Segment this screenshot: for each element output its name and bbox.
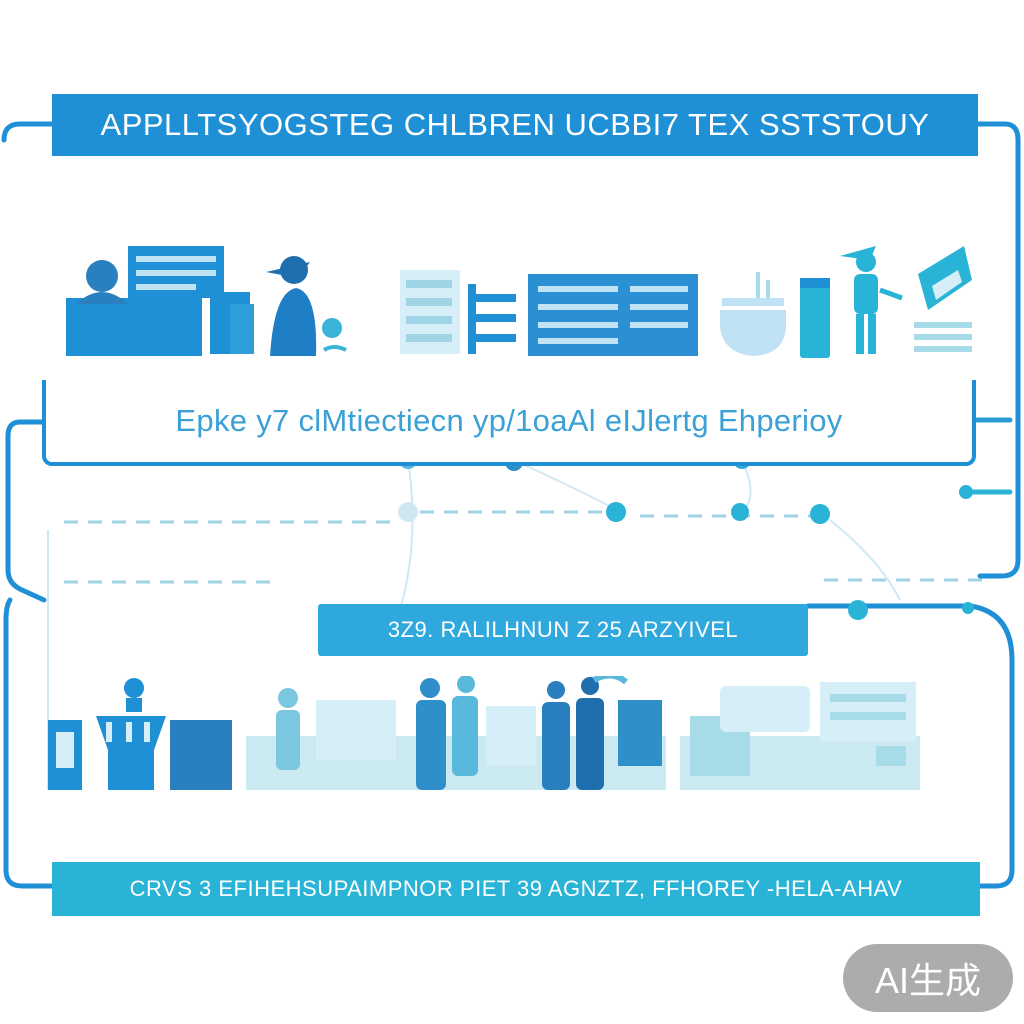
middle-banner: 3Z9. RALILHNUN Z 25 ARZYIVEL	[318, 604, 808, 656]
badge-text: AI生成	[874, 960, 981, 1001]
title-banner: APPLLTSYOGSTEG CHLBREN UCBBI7 TEX SSTSTO…	[52, 94, 978, 156]
footer-text: CRVS 3 EFIHEHSUPAIMPNOR PIET 39 AGNZTZ, …	[129, 876, 903, 901]
caption-panel: Eрke y7 clMtiectiecn yp/1oaAl eIJlertg E…	[42, 380, 976, 466]
storefront-icon	[680, 676, 920, 790]
folder-stack-icon	[912, 244, 976, 356]
title-text: APPLLTSYOGSTEG CHLBREN UCBBI7 TEX SSTSTO…	[100, 107, 930, 142]
crowd-icon	[246, 672, 666, 790]
ai-generated-badge: AI生成	[843, 944, 1013, 1012]
middle-banner-text: 3Z9. RALILHNUN Z 25 ARZYIVEL	[387, 617, 739, 642]
caption-text: Eрke y7 clMtiectiecn yp/1oaAl eIJlertg E…	[175, 403, 843, 438]
person-with-laptop-icon	[200, 252, 360, 362]
cylinder-icon	[798, 276, 832, 360]
standing-person-icon	[836, 240, 906, 360]
office-worker-icon	[66, 244, 226, 356]
bowl-icon	[718, 268, 788, 358]
dashboard-panel-icon	[528, 274, 698, 356]
footer-banner: CRVS 3 EFIHEHSUPAIMPNOR PIET 39 AGNZTZ, …	[52, 862, 980, 916]
document-list-icon	[398, 266, 522, 356]
machine-icon	[46, 676, 236, 790]
